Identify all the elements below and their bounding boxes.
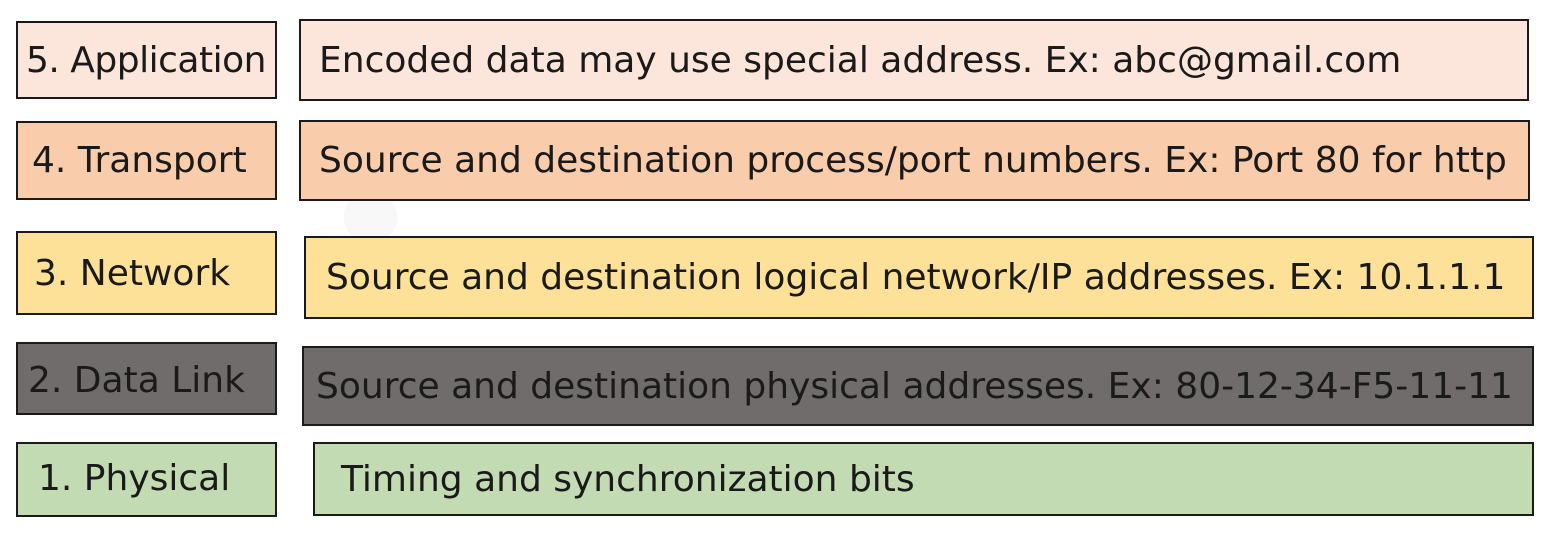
layer-3-description-box: Source and destination logical network/I…: [304, 236, 1534, 319]
layer-2-description-box: Source and destination physical addresse…: [302, 346, 1534, 426]
layer-4-label: 4. Transport: [32, 140, 247, 181]
layer-2-description: Source and destination physical addresse…: [316, 365, 1513, 407]
layer-1-label: 1. Physical: [38, 458, 231, 499]
layer-5-description: Encoded data may use special address. Ex…: [319, 39, 1402, 81]
layer-1-description: Timing and synchronization bits: [341, 458, 915, 500]
layer-4-description-box: Source and destination process/port numb…: [299, 120, 1530, 201]
layer-1-description-box: Timing and synchronization bits: [313, 442, 1534, 516]
layer-5-label: 5. Application: [26, 39, 266, 81]
layer-1-label-box: 1. Physical: [16, 442, 277, 517]
layer-3-label-box: 3. Network: [16, 231, 277, 315]
layer-4-label-box: 4. Transport: [16, 121, 277, 200]
layer-5-description-box: Encoded data may use special address. Ex…: [299, 19, 1529, 101]
layer-2-label-box: 2. Data Link: [16, 342, 277, 415]
layer-4-description: Source and destination process/port numb…: [319, 140, 1507, 181]
layer-3-label: 3. Network: [34, 253, 231, 294]
layer-3-description: Source and destination logical network/I…: [326, 257, 1506, 298]
layer-2-label: 2. Data Link: [28, 360, 245, 401]
layer-5-label-box: 5. Application: [16, 21, 277, 99]
